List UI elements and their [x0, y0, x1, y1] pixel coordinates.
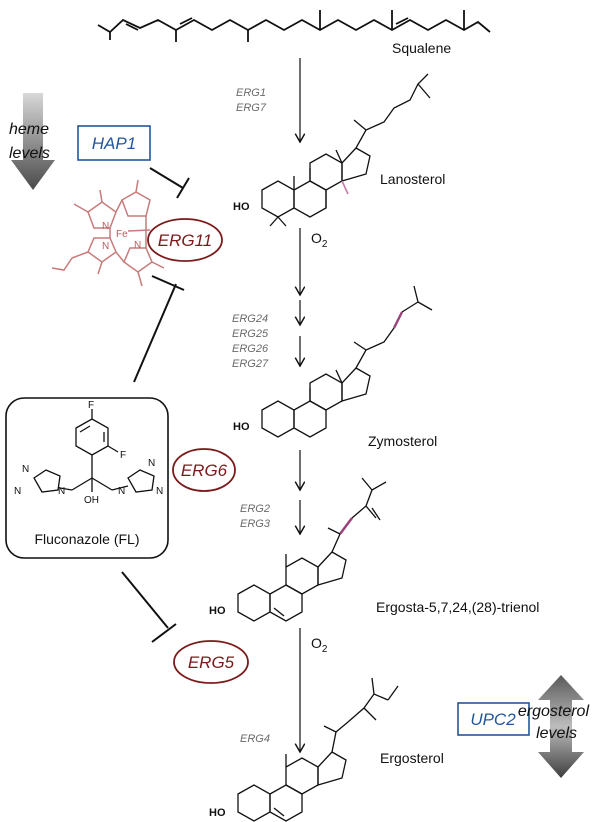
gene-erg3: ERG3 [240, 518, 271, 530]
lanosterol-hydroxyl: HO [233, 201, 250, 213]
oxygen-label-1: O2 [311, 230, 328, 250]
fl-n-1: N [22, 464, 29, 475]
gene-erg25: ERG25 [232, 328, 269, 340]
fl-hydroxyl: OH [84, 495, 99, 506]
hap1-box [77, 125, 151, 161]
fl-n-5: N [148, 458, 155, 469]
compound-lanosterol: Lanosterol [380, 171, 445, 187]
erg5-label: ERG5 [188, 653, 235, 672]
trienol-hydroxyl: HO [209, 605, 226, 617]
gene-erg2: ERG2 [240, 503, 270, 515]
fluconazole-label: Fluconazole (FL) [34, 531, 139, 547]
heme-levels-label-line2: levels [9, 145, 50, 162]
erg6-ellipse [172, 448, 236, 492]
ergosterol-hydroxyl: HO [209, 807, 226, 819]
gene-erg1: ERG1 [236, 87, 266, 99]
heme-fe: Fe [116, 229, 128, 240]
gene-erg26: ERG26 [232, 343, 269, 355]
fl-fluorine-2: F [120, 450, 126, 461]
compound-trienol: Ergosta-5,7,24,(28)-trienol [376, 599, 539, 615]
fl-fluorine-1: F [88, 400, 94, 411]
fl-to-erg5-inhibition-bar [151, 623, 177, 643]
ergosterol-levels-line1: ergosterol [518, 703, 590, 720]
zymosterol-hydroxyl: HO [233, 421, 250, 433]
ergosterol-structure [237, 677, 399, 822]
fluconazole-structure [33, 409, 155, 493]
fl-n-6: N [156, 486, 163, 497]
fl-n-2: N [14, 486, 21, 497]
zymosterol-structure [261, 285, 433, 438]
hap1-label: HAP1 [92, 134, 136, 153]
compound-zymosterol: Zymosterol [368, 433, 437, 449]
heme-levels-arrow [11, 93, 55, 190]
fluconazole-box [5, 397, 169, 559]
heme-porphyrin [51, 179, 165, 287]
erg6-label: ERG6 [181, 461, 228, 480]
lanosterol-structure [261, 73, 431, 227]
upc2-label: UPC2 [470, 710, 516, 729]
compound-squalene: Squalene [392, 40, 451, 56]
gene-erg24: ERG24 [232, 313, 268, 325]
ergosterol-levels-line2: levels [536, 725, 577, 742]
hap1-inhibition-bar [176, 177, 190, 199]
gene-erg7: ERG7 [236, 102, 267, 114]
compound-ergosterol: Ergosterol [380, 750, 444, 766]
hap1-inhibition-line [149, 167, 184, 189]
fl-to-erg11-inhibition-line [133, 283, 177, 383]
heme-n-1: N [102, 221, 109, 232]
fl-n-3: N [58, 486, 65, 497]
gene-erg4: ERG4 [240, 733, 270, 745]
ergosterol-levels-arrow [538, 675, 584, 778]
upc2-box [457, 702, 530, 736]
erg11-ellipse [147, 218, 223, 262]
gene-erg27: ERG27 [232, 358, 269, 370]
trienol-structure [237, 477, 387, 622]
heme-n-2: N [102, 241, 109, 252]
fl-n-4: N [118, 486, 125, 497]
heme-n-3: N [134, 240, 141, 251]
erg5-ellipse [173, 640, 249, 684]
erg11-label: ERG11 [158, 231, 213, 250]
fl-to-erg11-inhibition-bar [151, 275, 185, 291]
heme-levels-label-line1: heme [9, 121, 49, 138]
fl-to-erg5-inhibition-line [121, 571, 169, 629]
squalene-structure [97, 10, 491, 42]
oxygen-label-2: O2 [311, 635, 328, 655]
